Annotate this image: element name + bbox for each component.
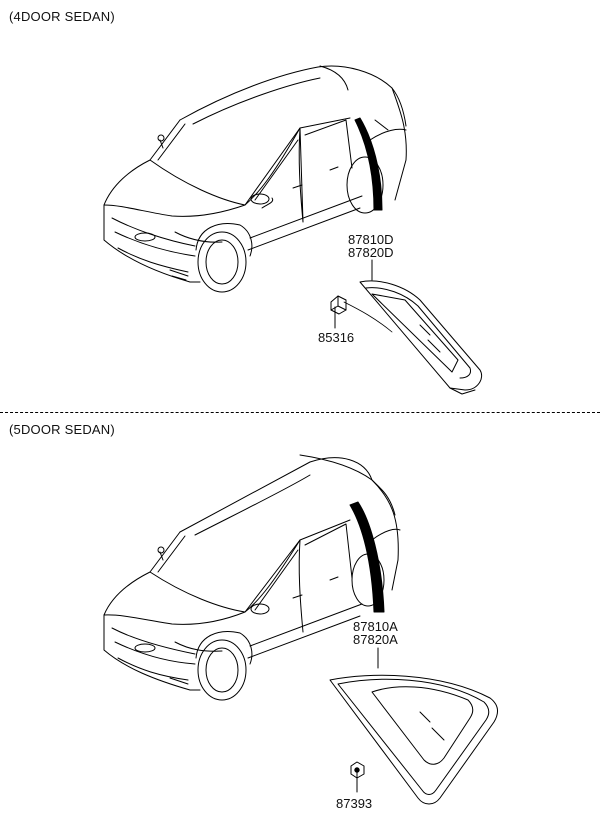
part-number-glass-rh-5door[interactable]: 87820A xyxy=(353,632,398,647)
part-number-clip-5door[interactable]: 87393 xyxy=(336,796,373,811)
part-number-clip[interactable]: 85316 xyxy=(318,330,355,345)
clip-5door[interactable] xyxy=(350,761,365,779)
section-title-5door: (5DOOR SEDAN) xyxy=(9,422,115,437)
part-number-glass-lh[interactable]: 87810D xyxy=(348,232,394,247)
quarter-glass-5door[interactable] xyxy=(329,674,498,805)
section-divider xyxy=(0,412,600,413)
location-arrow xyxy=(354,117,383,211)
location-arrow-5door xyxy=(349,501,385,613)
part-number-glass-lh-5door[interactable]: 87810A xyxy=(353,619,398,634)
section-title-4door: (4DOOR SEDAN) xyxy=(9,9,115,24)
clip-4door[interactable] xyxy=(330,295,347,315)
hatchback-car-illustration xyxy=(103,454,401,701)
quarter-glass-4door[interactable] xyxy=(359,280,483,395)
sedan-car-illustration xyxy=(103,65,407,293)
part-number-glass-rh[interactable]: 87820D xyxy=(348,245,394,260)
